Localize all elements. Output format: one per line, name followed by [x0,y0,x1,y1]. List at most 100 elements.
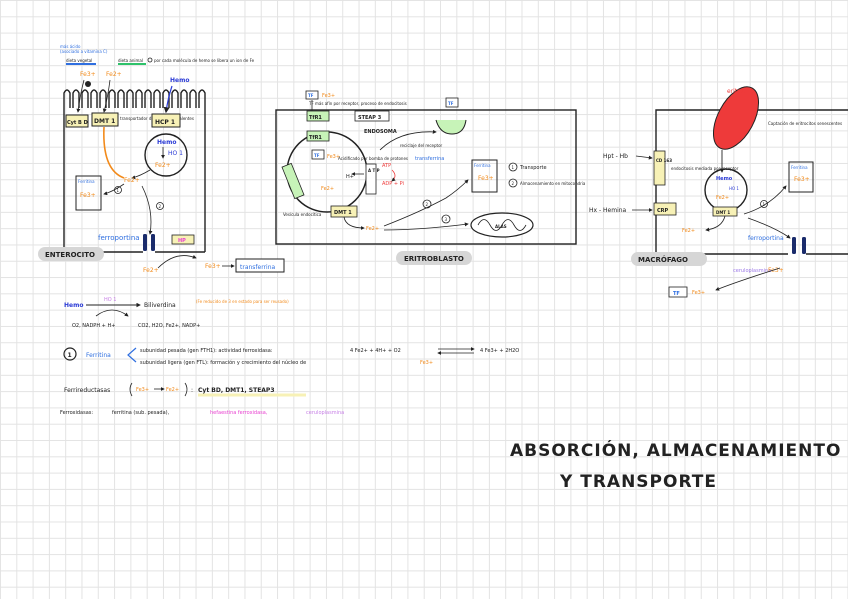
erythroblast-num2-circle [422,199,432,209]
macrophage-num1-circle [760,200,768,208]
macrophage-tf-box [668,286,688,298]
reaction-reactants: O2, NADPH + H+ [72,323,115,329]
macrophage-to-tf-arrow [715,267,781,291]
tf-in-endosome [311,149,325,160]
fe2-in-endosome: Fe2+ [321,186,334,192]
dmt1-label: DMT 1 [94,118,115,125]
endosome-label: ENDOSOMA [364,129,397,135]
tfr1-box-top [306,110,330,122]
dmt1-box [91,112,119,127]
enterocyte-num2: 2 [159,204,162,209]
fe2-to-fe3-arrow [157,254,197,269]
mitochondrion-cristae [477,219,527,231]
macrophage-dmt1-out [705,215,726,232]
enterocyte-cell [63,89,206,252]
legend-num2: 2 [512,181,515,186]
top-note-bullet [147,57,153,63]
ferroxidases-item1: ferritina (sub. pesada), [112,410,170,416]
heme-in-vesicle: Hemo [157,139,176,146]
enterocyte-ferritin-label: Ferritina [78,179,95,184]
erythroblast-dmt1-label: DMT 1 [334,210,352,216]
cytb-label: Cyt B D [67,120,88,126]
steap3-box-side [281,162,305,200]
hpt-hb-arrow [635,155,653,160]
ferritin-light-fe: Fe3+ [420,360,433,366]
fe3-apical: Fe3+ [80,71,96,78]
microvilli [63,89,206,108]
erythroblast-tf-top-label: TF [308,93,314,98]
erythroblast-fe-out: Fe2+ [366,226,379,232]
erythroblast-label: ERITROBLASTO [404,255,464,263]
ferritin-name: Ferritina [86,352,111,359]
receptor-recycling-arrow [379,129,437,151]
heme-label-apical: Hemo [170,77,189,84]
macrophage-ferritin-fe: Fe3+ [794,176,810,183]
enterocyte-ferritin-fe: Fe3+ [80,192,96,199]
tf-in-label: TF [314,153,320,158]
ferroportin-channel-right [151,234,155,251]
erythroblast-cell [275,109,577,245]
hx-heme-label: Hx - Hemina [589,207,627,214]
ferroportin-channel-left [143,234,147,251]
atp-pump [365,163,377,195]
crp-label: CRP [657,208,669,214]
ferritin-heavy-line: subunidad pesada (gen FTH1): actividad f… [140,348,273,354]
cd163-box [653,150,666,186]
hcp1-box [151,113,181,128]
ferrireductases-paren-left [129,382,133,397]
acid-note: Acidificado por bomba de protones [338,156,408,161]
erythroblast-num3-circle [441,214,451,224]
vesicle-exit-arrow [131,169,151,180]
ferrireductases-label: Ferrireductasas [64,387,110,394]
to-ferroportin-arrow [141,185,153,235]
macrophage-tf-label: TF [673,291,680,297]
macrophage-ferroportin-label: ferroportina [748,235,784,242]
fe3-exported: Fe3+ [205,263,221,270]
macrophage-ho1: HO 1 [729,186,739,191]
tfr1-label: TfR1 [309,135,322,141]
macrophage-ferritin-box [788,161,814,193]
macrophage-heme: Hemo [716,176,733,182]
erythroblast-label-pill [396,251,472,265]
erythroblast-ferritin-box [471,159,498,193]
fe2-to-dmt1-arrow [102,79,111,113]
legend-num1: 1 [512,165,515,170]
macrophage-channel-left [792,237,796,254]
to-ferritin-arrow [103,183,125,196]
enterocyte-label: ENTEROCITO [45,251,95,259]
legend-num2-circle [508,178,518,188]
enterocyte-num1: 1 [117,188,120,193]
apical-note-acid: más ácido [60,44,81,49]
enterocyte-ferritin-box [75,175,102,211]
h-plus-label: H+ [346,174,354,180]
transferrin-note: transferrina [415,156,444,162]
macrophage-fe: Fe2+ [716,195,729,201]
title-line2: Y TRANSPORTE [559,472,717,492]
top-note: por cada molécula de hemo se libera un i… [154,58,255,63]
title-line1: ABSORCIÓN, ALMACENAMIENTO [510,439,841,461]
ferritin-brace [127,347,137,363]
macrophage-fe3: Fe3+ [768,267,784,274]
tfr1-label-top: TfR1 [309,115,322,121]
hpt-hb-label: Hpt - Hb [603,153,628,160]
enterocyte-num1-circle [114,186,122,194]
fe2-cytosol: Fe2+ [124,177,140,184]
ferritin-num: 1 [68,352,72,359]
ferritin-eq-right: 4 Fe3+ + 2H2O [480,348,519,354]
ferrireductases-fe3: Fe3+ [136,387,149,393]
erythroblast-num3: 3 [445,217,448,222]
enterocyte-num2-circle [156,202,164,210]
to-ferritin-path [383,179,469,227]
apical-note-vegetal: dieta vegetal [66,58,92,63]
erythroblast-num2: 2 [426,202,429,207]
recycling-note: reciclaje del receptor [400,143,443,148]
ferritin-num-circle [63,347,77,361]
erythroblast-fe-top: Fe3+ [322,93,335,99]
ferrireductases-colon: : [191,387,193,394]
hephaestin-label: HP [178,238,186,244]
reaction-enzyme: HO 1 [104,297,116,303]
reaction-products: CO2, H2O, Fe2+, NADP+ [138,323,200,329]
transferrin-box [235,258,285,273]
legend-transport: Transporte [519,165,547,171]
crp-box [653,202,677,216]
